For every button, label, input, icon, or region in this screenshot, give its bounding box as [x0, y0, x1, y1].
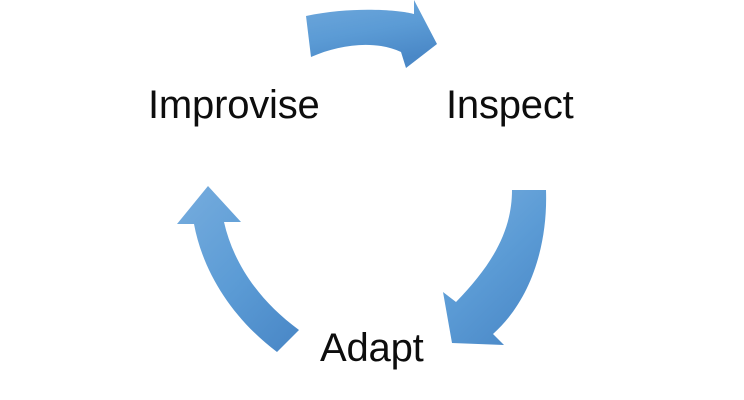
node-label-inspect: Inspect	[446, 83, 574, 127]
arrow-improvise-to-inspect	[306, 0, 437, 68]
node-label-adapt: Adapt	[320, 326, 424, 370]
arrow-adapt-to-improvise	[177, 186, 299, 352]
node-label-improvise: Improvise	[148, 83, 320, 127]
arrow-inspect-to-adapt	[443, 190, 547, 345]
